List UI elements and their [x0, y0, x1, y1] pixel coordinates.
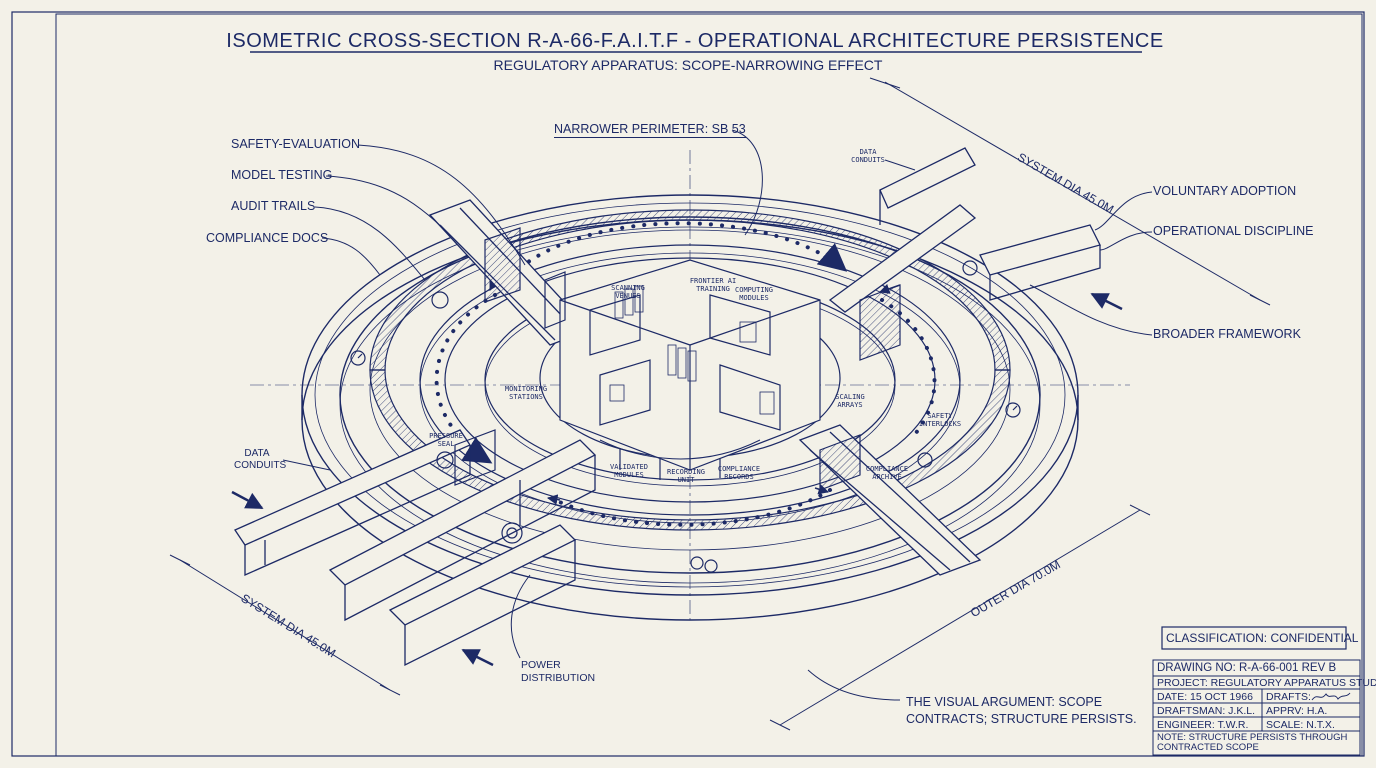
classification-label: CLASSIFICATION: CONFIDENTIAL	[1166, 631, 1359, 645]
engineer-field: ENGINEER: T.W.R.	[1157, 719, 1249, 731]
approved-field: APPRV: H.A.	[1266, 705, 1328, 717]
central-core	[559, 259, 821, 480]
drawing-title: ISOMETRIC CROSS-SECTION R-A-66-F.A.I.T.F…	[226, 30, 1164, 52]
label-safety-interlocks: SAFETY INTERLOCKS	[918, 412, 962, 428]
callout-operational-discipline: OPERATIONAL DISCIPLINE	[1153, 224, 1314, 238]
wall-ring	[369, 209, 1011, 551]
callout-broader-framework: BROADER FRAMEWORK	[1153, 327, 1301, 341]
callout-audit-trails: AUDIT TRAILS	[231, 199, 316, 213]
bunker-modules	[454, 227, 901, 491]
label-compliance-records: COMPLIANCE RECORDS	[717, 465, 761, 481]
project-name: PROJECT: REGULATORY APPARATUS STUDY	[1157, 677, 1376, 689]
label-compliance-archive: COMPLIANCE ARCHIVE	[865, 465, 909, 481]
label-frontier-ai-training: FRONTIER AI TRAINING	[689, 277, 737, 293]
callout-power-distribution: POWER DISTRIBUTION	[521, 659, 596, 684]
callout-narrower-perimeter: NARROWER PERIMETER: SB 53	[554, 122, 746, 138]
cross-beams	[234, 147, 1101, 667]
visual-argument-note: THE VISUAL ARGUMENT: SCOPE CONTRACTS; ST…	[906, 695, 1137, 726]
callout-safety-evaluation: SAFETY-EVALUATION	[231, 137, 360, 151]
drawing-number: DRAWING NO: R-A-66-001 REV B	[1157, 662, 1337, 674]
drawing-date: DATE: 15 OCT 1966	[1157, 691, 1253, 703]
label-computing-modules: COMPUTING MODULES	[735, 286, 773, 302]
label-pressure-seal: PRESSURE SEAL	[429, 432, 463, 448]
label-monitoring-stations: MONITORING STATIONS	[504, 385, 548, 401]
flow-arrows	[231, 292, 1123, 667]
callout-compliance-docs: COMPLIANCE DOCS	[206, 231, 329, 245]
callout-model-testing: MODEL TESTING	[231, 168, 333, 182]
label-scanning-venues: SCANNING VENUES	[611, 284, 645, 300]
title-block-note: NOTE: STRUCTURE PERSISTS THROUGH CONTRAC…	[1157, 732, 1348, 753]
callout-data-conduits-left: DATA CONDUITS	[234, 448, 287, 471]
label-recording-unit: RECORDING UNIT	[667, 468, 705, 484]
drawing-subtitle: REGULATORY APPARATUS: SCOPE-NARROWING EF…	[493, 57, 883, 73]
drafts-field: DRAFTS:	[1266, 691, 1311, 703]
callout-voluntary-adoption: VOLUNTARY ADOPTION	[1153, 184, 1297, 198]
callout-data-conduits-top: DATA CONDUITS	[851, 148, 885, 164]
leader-lines	[282, 129, 1153, 701]
gauges	[350, 260, 1021, 573]
label-scaling-arrays: SCALING ARRAYS	[835, 393, 865, 409]
scale-field: SCALE: N.T.X.	[1266, 719, 1335, 731]
title-block-frame	[1152, 626, 1361, 756]
dimension-lines	[169, 77, 1271, 731]
label-validated-modules: VALIDATED MODULES	[610, 463, 648, 479]
draftsman-field: DRAFTSMAN: J.K.L.	[1157, 705, 1256, 717]
inner-border	[55, 13, 1363, 757]
drafts-signature	[1311, 692, 1351, 701]
